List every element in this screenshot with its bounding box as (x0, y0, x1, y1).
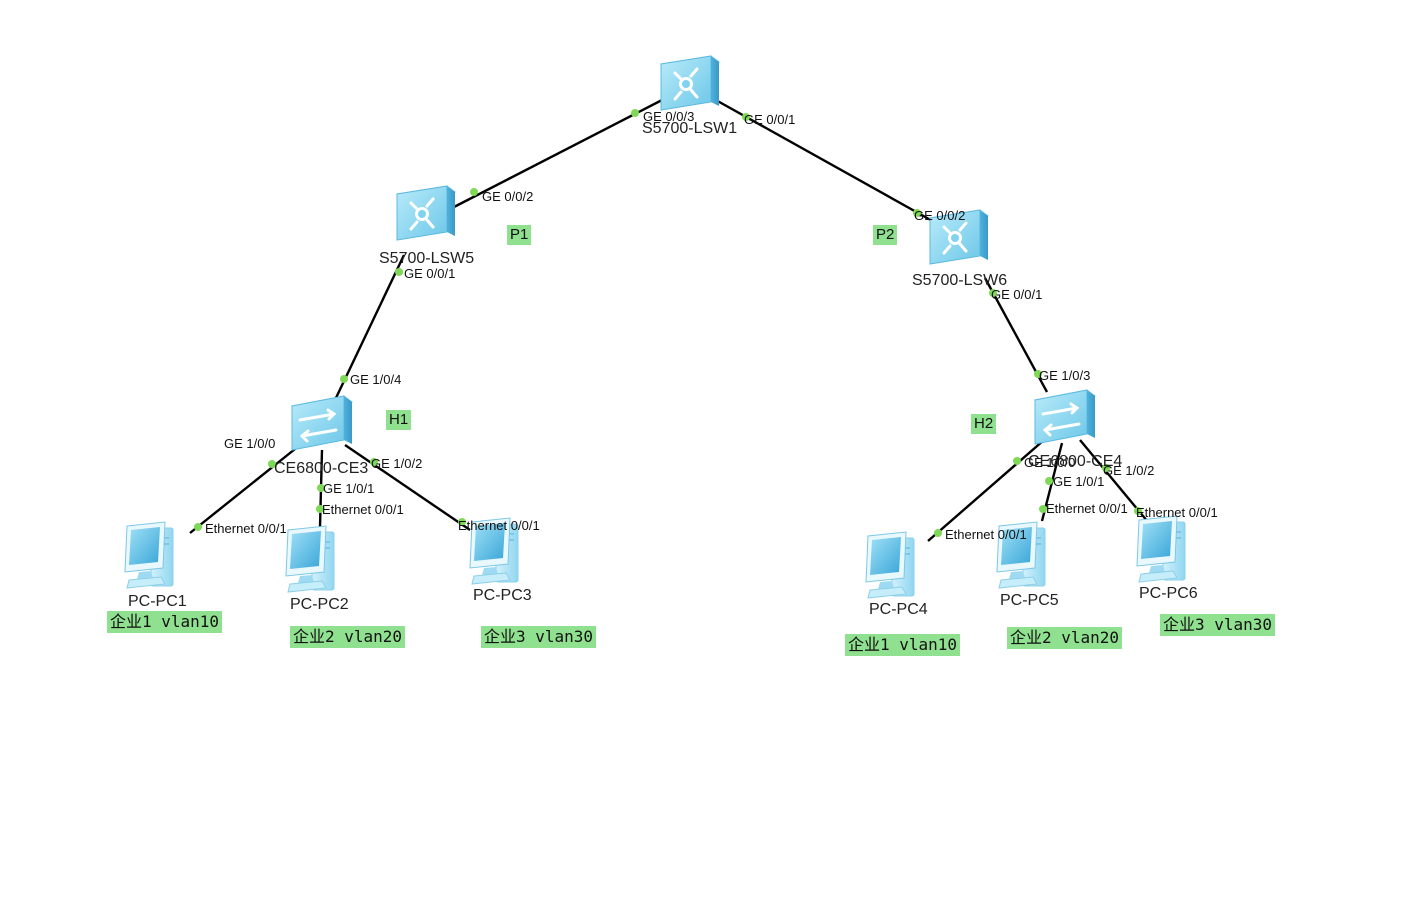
vlan-note-pc5: 企业2 vlan20 (1007, 627, 1123, 649)
port-dot (1013, 457, 1021, 465)
port-label: GE 0/0/1 (404, 266, 456, 281)
device-name-pc6: PC-PC6 (1139, 585, 1198, 602)
port-label: GE 1/0/0 (224, 436, 276, 451)
port-label: GE 0/0/2 (482, 189, 534, 204)
port-label: GE 1/0/2 (371, 456, 423, 471)
device-name-pc4: PC-PC4 (869, 601, 928, 618)
link-lsw1-lsw5 (453, 97, 665, 209)
port-dot (268, 460, 276, 468)
port-dot (631, 109, 639, 117)
port-label: Ethernet 0/0/1 (1136, 505, 1218, 520)
port-label: Ethernet 0/0/1 (945, 527, 1027, 542)
device-name-lsw1: S5700-LSW1 (642, 120, 738, 137)
port-dot (913, 209, 921, 217)
pc-icon[interactable] (865, 531, 915, 599)
port-label: GE 1/0/1 (1053, 474, 1105, 489)
link-ce4-pc4 (927, 439, 1045, 542)
port-label: GE 1/0/3 (1039, 368, 1091, 383)
vlan-note-pc4: 企业1 vlan10 (845, 634, 961, 656)
port-label: GE 0/0/1 (991, 287, 1043, 302)
vlan-note-pc3: 企业3 vlan30 (481, 626, 597, 648)
port-dot (370, 458, 378, 466)
port-dots (194, 109, 1142, 537)
area-tag-p2: P2 (873, 225, 898, 245)
port-label: GE 0/0/1 (744, 112, 796, 127)
port-label: GE 1/0/4 (350, 372, 402, 387)
device-name-lsw5: S5700-LSW5 (379, 250, 475, 267)
port-dot (1102, 464, 1110, 472)
pc-icon[interactable] (1136, 515, 1186, 583)
l3-switch-icon[interactable] (395, 184, 457, 242)
device-name-pc3: PC-PC3 (473, 587, 532, 604)
device-name-pc2: PC-PC2 (290, 596, 349, 613)
port-label: Ethernet 0/0/1 (458, 518, 540, 533)
link-ce3-pc1 (189, 444, 301, 534)
area-tag-h2: H2 (971, 414, 997, 434)
port-dot (1134, 507, 1142, 515)
port-label: GE 1/0/1 (323, 481, 375, 496)
port-label: GE 0/0/3 (643, 109, 695, 124)
port-label: GE 1/0/0 (1024, 455, 1076, 470)
pc-icon[interactable] (124, 521, 174, 589)
port-dot (458, 518, 466, 526)
device-name-lsw6: S5700-LSW6 (912, 272, 1008, 289)
port-dot (340, 375, 348, 383)
port-dot (989, 289, 997, 297)
vlan-note-pc1: 企业1 vlan10 (107, 611, 223, 633)
area-tag-h1: H1 (386, 410, 412, 430)
device-name-pc5: PC-PC5 (1000, 592, 1059, 609)
pc-icon[interactable] (285, 525, 335, 593)
port-label: Ethernet 0/0/1 (1046, 501, 1128, 516)
port-dot (194, 523, 202, 531)
port-label: Ethernet 0/0/1 (205, 521, 287, 536)
l2-switch-icon[interactable] (1033, 388, 1097, 446)
port-dot (1039, 505, 1047, 513)
port-dot (934, 529, 942, 537)
area-tag-p1: P1 (507, 225, 532, 245)
vlan-note-pc2: 企业2 vlan20 (290, 626, 406, 648)
device-name-ce3: CE6800-CE3 (274, 460, 369, 477)
port-dot (1034, 370, 1042, 378)
port-dot (316, 505, 324, 513)
l2-switch-icon[interactable] (290, 394, 354, 452)
port-dot (470, 188, 478, 196)
port-label: GE 1/0/2 (1103, 463, 1155, 478)
port-dot (395, 268, 403, 276)
port-label: GE 0/0/2 (914, 208, 966, 223)
device-name-pc1: PC-PC1 (128, 593, 187, 610)
vlan-note-pc6: 企业3 vlan30 (1160, 614, 1276, 636)
port-dot (317, 484, 325, 492)
link-ce3-pc3 (344, 444, 471, 531)
port-label: Ethernet 0/0/1 (322, 502, 404, 517)
device-name-ce4: CE6800-CE4 (1028, 453, 1123, 470)
port-dot (1045, 477, 1053, 485)
link-lsw1-lsw6 (713, 97, 937, 225)
link-lsw5-ce3 (333, 254, 406, 401)
port-dot (742, 113, 750, 121)
l3-switch-icon[interactable] (659, 54, 721, 112)
